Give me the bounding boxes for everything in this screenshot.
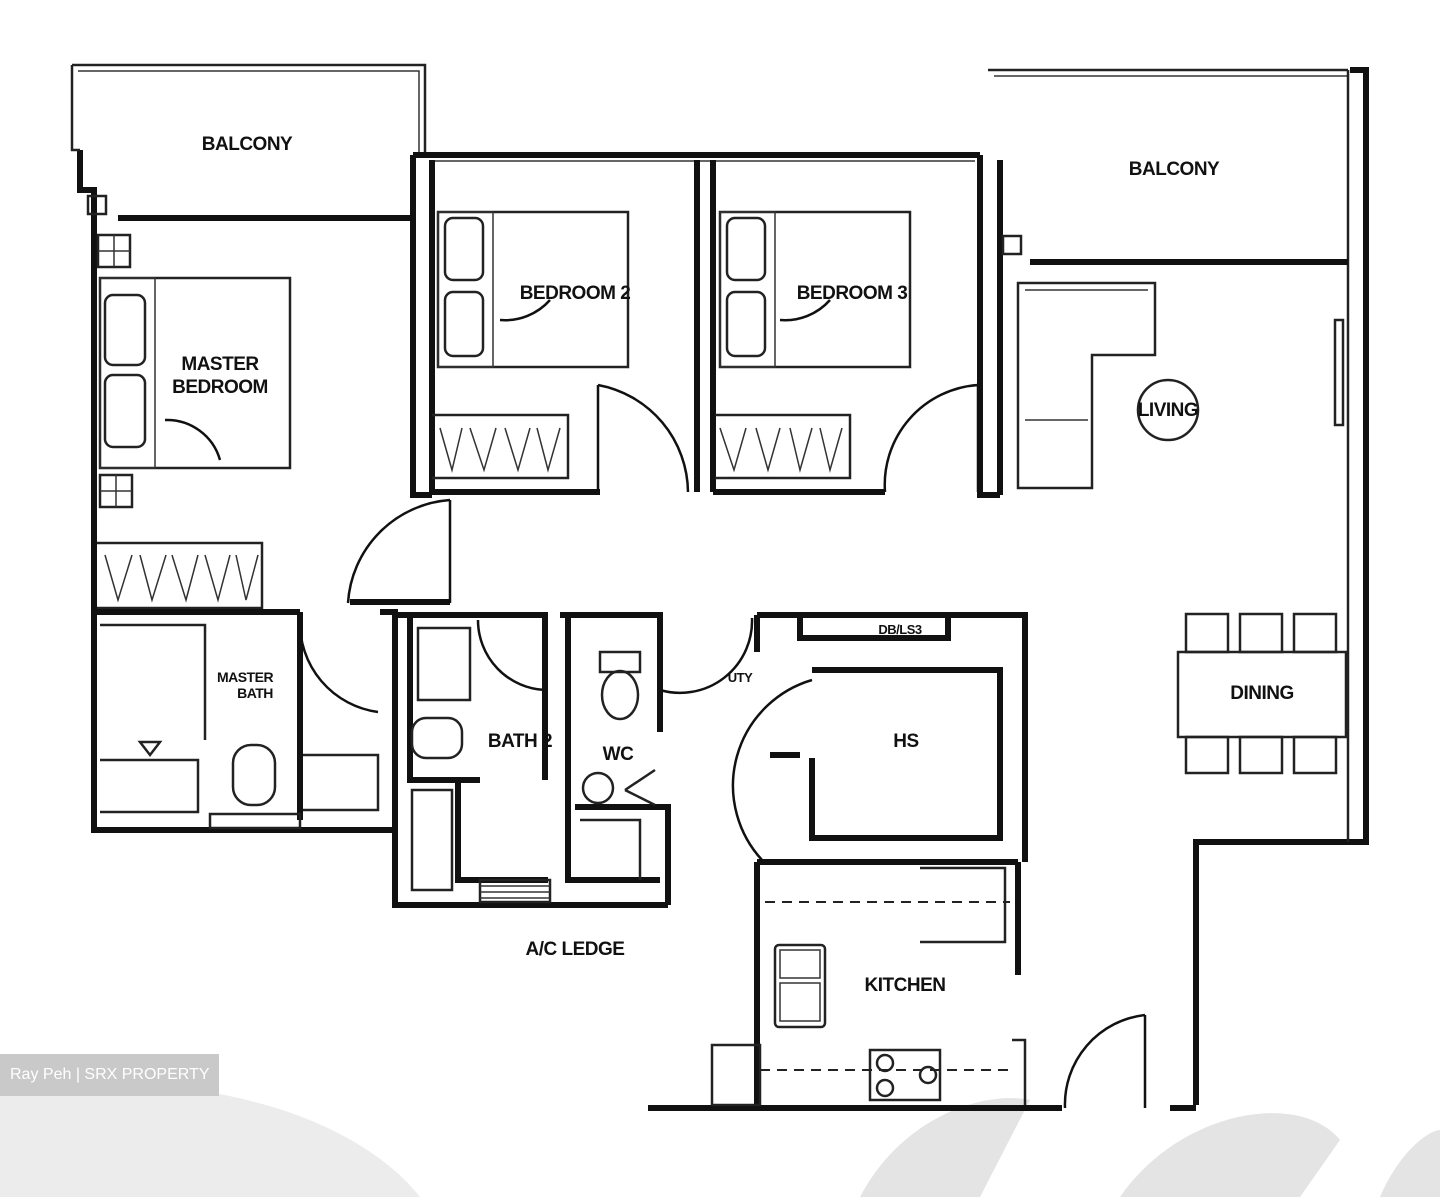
background-watermark-shapes xyxy=(0,1084,1440,1197)
watermark-label: Ray Peh | SRX PROPERTY xyxy=(0,1054,220,1096)
label-shelter: DB/LS3 xyxy=(878,622,922,637)
label-balcony-right: BALCONY xyxy=(1129,159,1220,180)
doors xyxy=(164,299,1147,1109)
label-ac-ledge: A/C LEDGE xyxy=(526,939,625,960)
furniture xyxy=(86,194,1348,1102)
label-bedroom-2: BEDROOM 2 xyxy=(520,283,631,304)
label-dining: DINING xyxy=(1230,683,1294,704)
label-master-bath-2: BATH xyxy=(237,685,273,701)
label-master-bedroom-1: MASTER xyxy=(181,354,259,375)
label-balcony-left: BALCONY xyxy=(202,134,293,155)
label-bath-2: BATH 2 xyxy=(488,731,552,752)
label-kitchen: KITCHEN xyxy=(865,975,946,996)
label-hs: HS xyxy=(893,731,918,752)
exterior-walls xyxy=(70,63,1369,1111)
room-labels: BALCONY BALCONY MASTER BEDROOM BEDROOM 2… xyxy=(172,134,1294,996)
label-utility: UTY xyxy=(728,670,753,685)
label-master-bath-1: MASTER xyxy=(217,669,274,685)
label-living: LIVING xyxy=(1138,400,1198,421)
label-bedroom-3: BEDROOM 3 xyxy=(797,283,908,304)
label-master-bedroom-2: BEDROOM xyxy=(172,377,268,398)
label-wc: WC xyxy=(603,744,634,765)
